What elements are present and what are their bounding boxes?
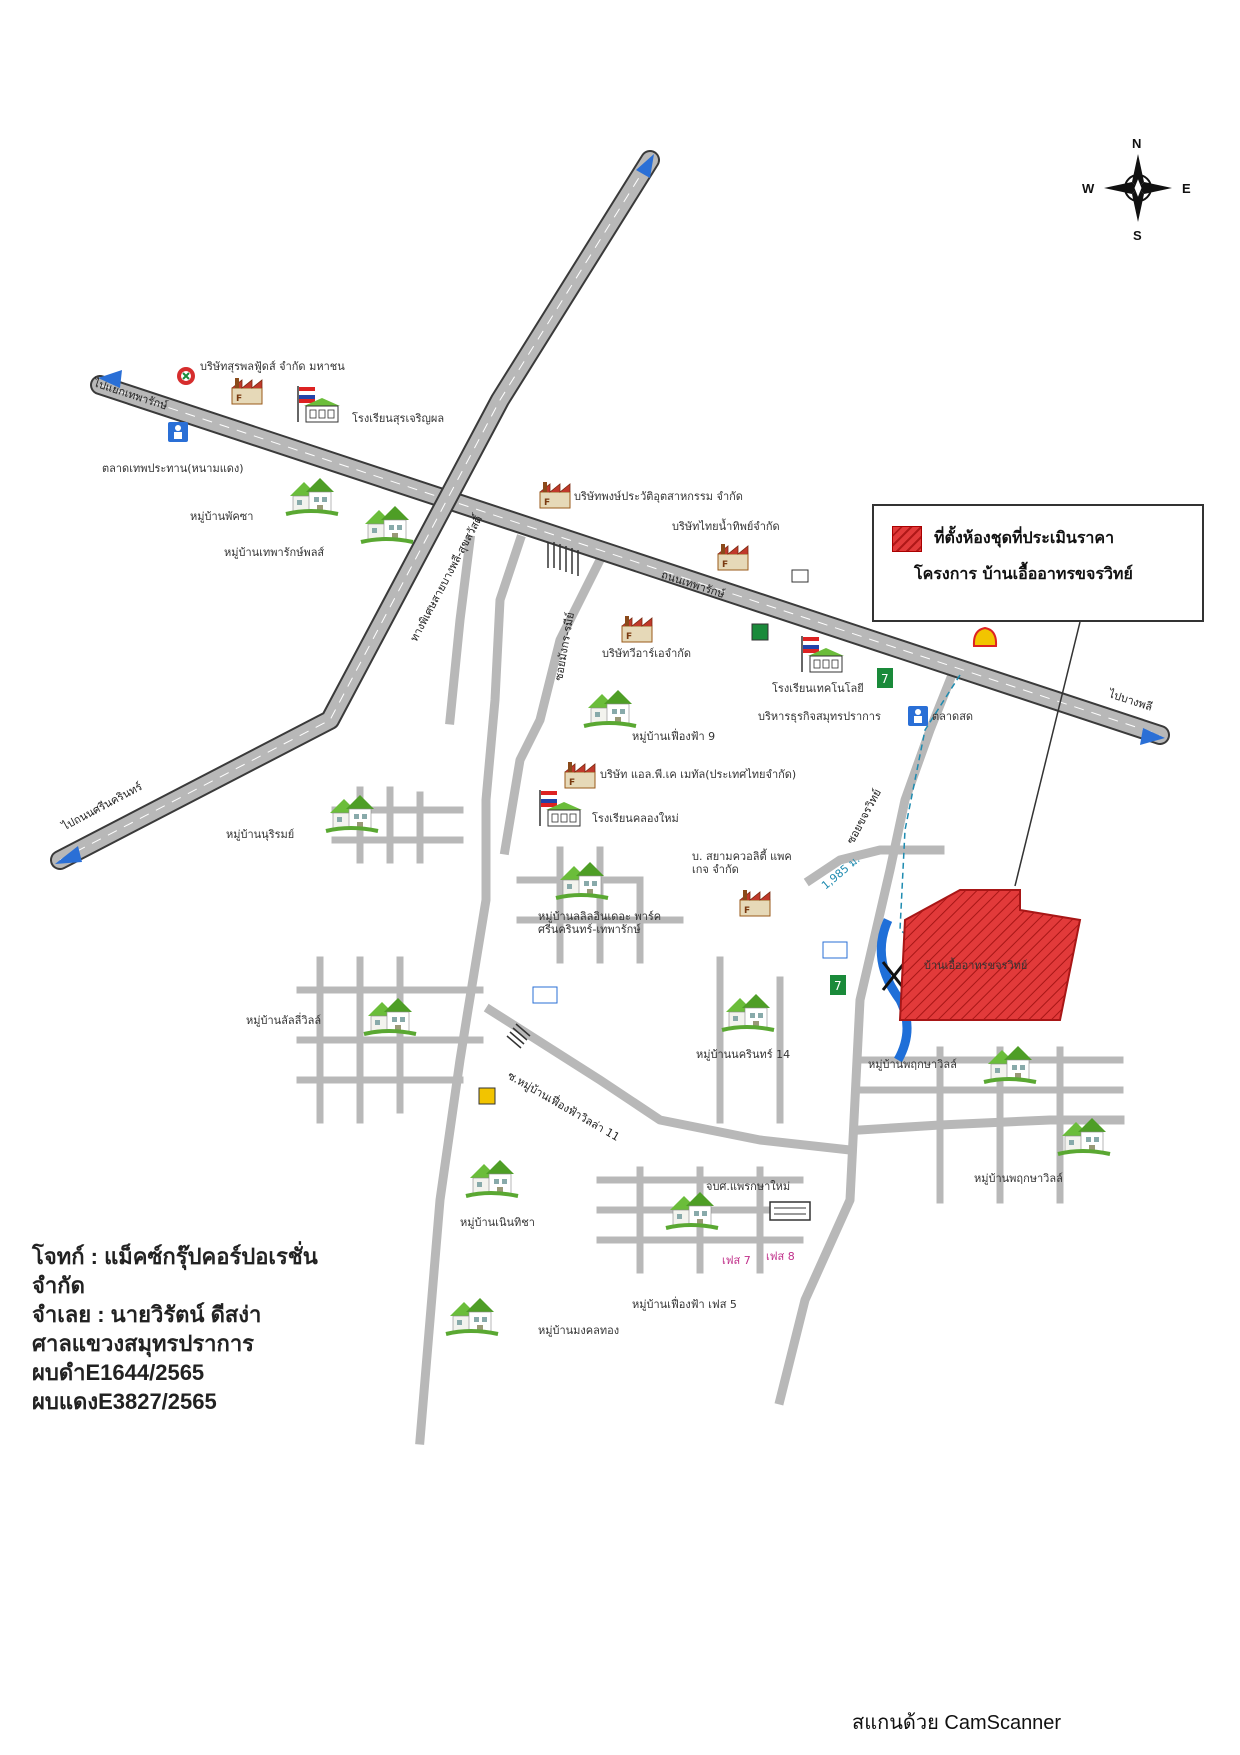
place-label: หมู่บ้านเฟื่องฟ้า 9	[632, 730, 716, 743]
building-icon	[769, 1201, 811, 1221]
phase-label: เฟส 8	[766, 1250, 795, 1263]
phase-label: เฟส 7	[722, 1254, 751, 1267]
road-phueangfa	[483, 1003, 855, 1155]
place-label: หมู่บ้านพัคซา	[190, 510, 254, 523]
arrow-icon	[1140, 728, 1165, 745]
place-label: หมู่บ้านพฤกษาวิลล์	[974, 1172, 1063, 1185]
svg-text:7: 7	[834, 979, 842, 993]
road-mangkorn	[499, 553, 607, 856]
compass-n: N	[1132, 136, 1142, 151]
expressway	[50, 150, 660, 870]
case-red-number: ผบแดงE3827/2565	[32, 1389, 217, 1414]
place-label: หมู่บ้านพฤกษาวิลล์	[868, 1058, 957, 1071]
case-black-number: ผบดำE1644/2565	[32, 1360, 205, 1385]
school-icon	[801, 635, 845, 673]
legend-line-2: โครงการ บ้านเอื้ออาทรขจรวิทย์	[914, 564, 1133, 583]
road-curve-right	[803, 845, 945, 887]
school-icon	[297, 385, 341, 423]
place-label: หมู่บ้านนุริรมย์	[226, 828, 295, 841]
compass-e: E	[1182, 181, 1191, 196]
place-label: บริษัท แอล.พี.เค เมทัล(ประเทศไทยจำกัด)	[600, 768, 797, 781]
crosswalk	[506, 542, 579, 1049]
case-plaintiff: โจทก์ : แม็คซ์กรุ๊ปคอร์ปอเรชั่น	[32, 1244, 318, 1269]
factory-icon	[717, 543, 749, 571]
place-label: บริษัทไทยน้ำทิพย์จำกัด	[672, 520, 780, 533]
mart-icon	[822, 941, 848, 959]
shell-icon	[972, 626, 998, 647]
compass-icon	[1104, 154, 1172, 222]
leader-line	[1014, 621, 1081, 887]
arrow-icon	[636, 154, 654, 178]
logo-icon	[177, 367, 195, 385]
store-icon: 7	[830, 975, 846, 995]
place-label: หมู่บ้านลลิลอินเดอะ พาร์ค ศรีนครินทร์-เท…	[538, 910, 662, 937]
village-icon	[464, 1158, 520, 1198]
store-icon: 7	[877, 668, 893, 688]
factory-icon	[739, 889, 771, 917]
place-label: บริหารธุรกิจสมุทรปราการ	[758, 710, 881, 723]
parcel-swatch	[892, 526, 922, 552]
parcel-label: บ้านเอื้ออาทรขจรวิทย์	[924, 959, 1028, 972]
school-icon	[539, 789, 583, 827]
arrow-icon	[55, 846, 82, 864]
case-plaintiff-cont: จำกัด	[32, 1273, 85, 1298]
village-icon	[582, 688, 638, 728]
direction-arrows	[55, 154, 1165, 864]
place-label: ตลาดเทพประทาน(หนามแดง)	[102, 462, 244, 475]
factory-icon	[539, 481, 571, 509]
village-icon	[664, 1190, 720, 1230]
case-court: ศาลแขวงสมุทรปราการ	[32, 1331, 254, 1356]
village-icon	[444, 1296, 500, 1336]
factory-icon	[231, 377, 263, 405]
village-icon	[362, 996, 418, 1036]
store-icon	[478, 1087, 496, 1105]
place-label: โรงเรียนคลองใหม่	[592, 812, 679, 825]
compass-w: W	[1082, 181, 1095, 196]
place-label: หมู่บ้านนครินทร์ 14	[696, 1048, 791, 1061]
building-icon	[791, 569, 809, 583]
place-label: หมู่บ้านเฟื่องฟ้า เฟส 5	[632, 1298, 737, 1311]
svg-text:7: 7	[881, 672, 889, 686]
place-label: หมู่บ้านลัลลี่วิลล์	[246, 1014, 322, 1027]
factory-icon	[564, 761, 596, 789]
village-icon	[324, 793, 380, 833]
village-icon	[720, 992, 776, 1032]
toilet-icon	[168, 422, 188, 442]
place-label: หมู่บ้านเนินทิชา	[460, 1216, 535, 1229]
place-label: บริษัทสุรพลฟู้ดส์ จำกัด มหาชน	[200, 360, 345, 373]
place-label: ตลาดสด	[932, 710, 974, 723]
case-info: โจทก์ : แม็คซ์กรุ๊ปคอร์ปอเรชั่น จำกัด จำ…	[32, 1242, 318, 1416]
place-label: บริษัทวีอาร์เอจำกัด	[602, 647, 692, 660]
village-icon	[982, 1044, 1038, 1084]
compass-s: S	[1133, 228, 1142, 243]
thepharak-road	[90, 375, 1170, 745]
place-label: หมู่บ้านมงคลทอง	[538, 1324, 620, 1337]
parcel-area	[898, 889, 1082, 1021]
village-icon	[359, 504, 415, 544]
factory-icon	[621, 615, 653, 643]
scanner-footer: สแกนด้วย CamScanner	[852, 1712, 1062, 1734]
arrow-icon	[98, 370, 122, 388]
mart-icon	[532, 986, 558, 1004]
road-right-village	[855, 1115, 1125, 1135]
road-khajornwit	[774, 674, 956, 1406]
bank-icon	[751, 623, 769, 641]
case-defendant: จำเลย : นายวิรัตน์ ดีสง่า	[32, 1302, 262, 1327]
village-icon	[284, 476, 340, 516]
place-label: จบศ.แพรกษาใหม่	[706, 1180, 791, 1193]
map-legend: ที่ตั้งห้องชุดที่ประเมินราคา โครงการ บ้า…	[872, 504, 1204, 622]
road-srinakarin-feeder	[415, 534, 526, 1445]
place-label: หมู่บ้านเทพารักษ์พลส์	[224, 546, 325, 559]
toilet-icon	[908, 706, 928, 726]
canal	[876, 918, 912, 1063]
place-label: โรงเรียนสุรเจริญผล	[352, 412, 445, 425]
place-label: บ. สยามควอลิตี้ แพคเกจ จำกัด	[692, 850, 792, 877]
legend-line-1: ที่ตั้งห้องชุดที่ประเมินราคา	[934, 528, 1115, 547]
road-branch-left	[445, 534, 476, 725]
place-label: โรงเรียนเทคโนโลยี	[772, 682, 864, 695]
place-label: บริษัทพงษ์ประวัติอุตสาหกรรม จำกัด	[574, 490, 743, 503]
